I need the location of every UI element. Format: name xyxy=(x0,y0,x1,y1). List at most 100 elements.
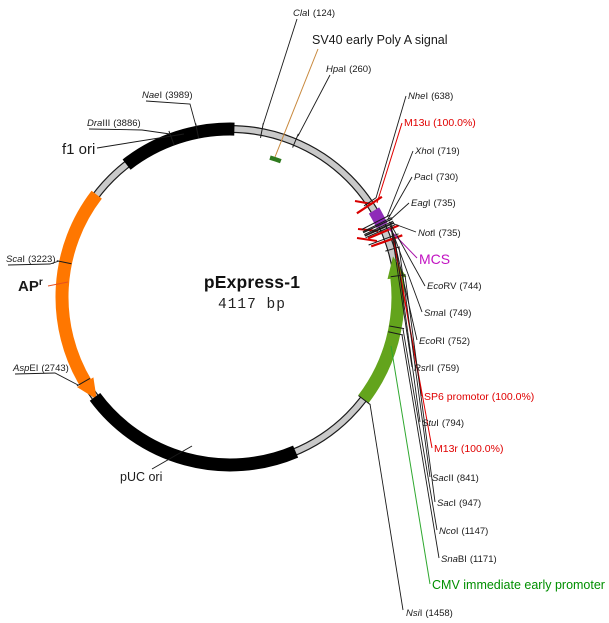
primer-tick-0 xyxy=(354,200,373,205)
site-label-roman: RV xyxy=(443,281,457,292)
site-label-position: (124) xyxy=(313,8,335,19)
site-label-roman: EI xyxy=(29,363,38,374)
site-label-NaeI: NaeI(3989) xyxy=(142,90,193,101)
site-label-SnaBI: SnaBI(1171) xyxy=(441,554,497,565)
site-label-StuI: StuI(794) xyxy=(422,418,464,429)
cmv-label: CMV immediate early promoter xyxy=(432,578,605,592)
m13r-label: M13r (100.0%) xyxy=(434,443,503,455)
plasmid-size: 4117 bp xyxy=(218,297,286,313)
site-label-position: (947) xyxy=(459,498,481,509)
site-label-DraIII: DraIII(3886) xyxy=(87,118,141,129)
plasmid-name: pExpress-1 xyxy=(203,272,301,292)
site-label-roman: I xyxy=(432,146,435,157)
sv40-label: SV40 early Poly A signal xyxy=(312,33,448,47)
feature-label-text: pUC ori xyxy=(120,470,162,484)
leader-site-NsiI xyxy=(369,403,404,611)
leader-site-NcoI xyxy=(402,328,438,531)
site-label-italic: Hpa xyxy=(326,64,343,75)
feature-arrow-ap-r xyxy=(77,377,97,400)
site-label-EcoRI: EcoRI(752) xyxy=(419,336,470,347)
primer-tick-2 xyxy=(356,237,378,242)
site-label-EagI: EagI(735) xyxy=(411,198,456,209)
site-tick-AspEI xyxy=(76,377,91,387)
site-tick-EcoRV xyxy=(363,220,394,236)
site-tick-DraIII xyxy=(168,130,175,146)
site-label-italic: Stu xyxy=(422,418,437,429)
site-label-italic: Rsr xyxy=(414,363,430,374)
site-label-italic: Eag xyxy=(411,198,429,209)
site-label-italic: Pac xyxy=(414,172,431,183)
site-tick-NcoI xyxy=(389,325,405,330)
site-label-italic: Sac xyxy=(437,498,454,509)
site-label-italic: Cla xyxy=(293,8,307,19)
site-label-position: (1458) xyxy=(425,608,452,619)
site-label-italic: Eco xyxy=(427,281,443,292)
site-label-position: (794) xyxy=(442,418,464,429)
site-tick-EcoRI xyxy=(364,222,395,237)
site-label-italic: Sna xyxy=(441,554,458,565)
leader-site-SnaBI xyxy=(401,334,440,559)
feature-label-puc-ori: pUC ori xyxy=(120,470,162,484)
site-label-roman: II xyxy=(429,363,434,374)
site-label-SacII: SacII(841) xyxy=(432,473,479,484)
site-label-position: (841) xyxy=(457,473,479,484)
leader-f1-ori xyxy=(96,133,185,149)
m13u-label: M13u (100.0%) xyxy=(404,117,476,129)
site-label-position: (730) xyxy=(436,172,458,183)
site-label-ScaI: ScaI(3223) xyxy=(6,254,55,265)
leader-site-NotI xyxy=(388,221,417,233)
leader-site-SacI xyxy=(404,274,436,503)
site-label-roman: I xyxy=(436,418,439,429)
site-label-position: (3886) xyxy=(113,118,140,129)
site-tick-NheI xyxy=(363,197,377,207)
leader-puc-ori xyxy=(151,445,193,470)
site-label-italic: Nhe xyxy=(408,91,425,102)
site-label-position: (260) xyxy=(349,64,371,75)
leader-ap-r xyxy=(47,281,69,287)
site-tick-XhoI xyxy=(361,214,391,230)
site-label-NsiI: NsiI(1458) xyxy=(406,608,453,619)
site-label-position: (735) xyxy=(438,228,460,239)
site-label-roman: II xyxy=(448,473,453,484)
site-label-roman: I xyxy=(433,228,436,239)
site-label-EcoRV: EcoRV(744) xyxy=(427,281,482,292)
site-label-italic: Sma xyxy=(424,308,444,319)
site-label-roman: I xyxy=(420,608,423,619)
leader-site-HpaI xyxy=(297,74,331,137)
feature-arc-f1-ori xyxy=(122,122,235,170)
feature-arc-cmv-promoter xyxy=(358,275,405,404)
site-label-position: (1171) xyxy=(470,554,497,565)
leader-site-ScaI xyxy=(7,260,60,266)
site-label-roman: RI xyxy=(435,336,445,347)
leader-site-EcoRV xyxy=(389,222,426,287)
site-label-roman: III xyxy=(102,118,110,129)
leader-site-XhoI xyxy=(386,150,414,218)
site-label-SmaI: SmaI(749) xyxy=(424,308,471,319)
leader-site-NaeI xyxy=(145,100,197,127)
feature-label-f1-ori: f1 ori xyxy=(62,141,95,158)
feature-label-text: AP xyxy=(18,278,39,295)
sp6-label: SP6 promotor (100.0%) xyxy=(424,391,534,403)
site-label-position: (3223) xyxy=(28,254,55,265)
site-label-roman: I xyxy=(307,8,310,19)
site-label-AspEI: AspEI(2743) xyxy=(12,363,69,374)
site-label-italic: Eco xyxy=(419,336,435,347)
site-label-roman: I xyxy=(428,198,431,209)
feature-arc-puc-ori xyxy=(89,393,299,472)
site-label-roman: I xyxy=(159,90,162,101)
leader-sv40-label xyxy=(274,48,319,158)
feature-label-superscript: r xyxy=(39,277,43,288)
site-label-italic: Sca xyxy=(6,254,22,265)
site-label-italic: Nae xyxy=(142,90,159,101)
site-label-italic: Nsi xyxy=(406,608,421,619)
feature-label-ap-r: APr xyxy=(18,277,43,295)
site-label-position: (1147) xyxy=(462,526,489,537)
site-tick-NotI xyxy=(363,218,393,234)
site-label-ClaI: ClaI(124) xyxy=(293,8,335,19)
site-label-position: (3989) xyxy=(165,90,192,101)
site-label-roman: I xyxy=(444,308,447,319)
site-label-roman: I xyxy=(453,498,456,509)
leader-site-EagI xyxy=(388,202,410,222)
